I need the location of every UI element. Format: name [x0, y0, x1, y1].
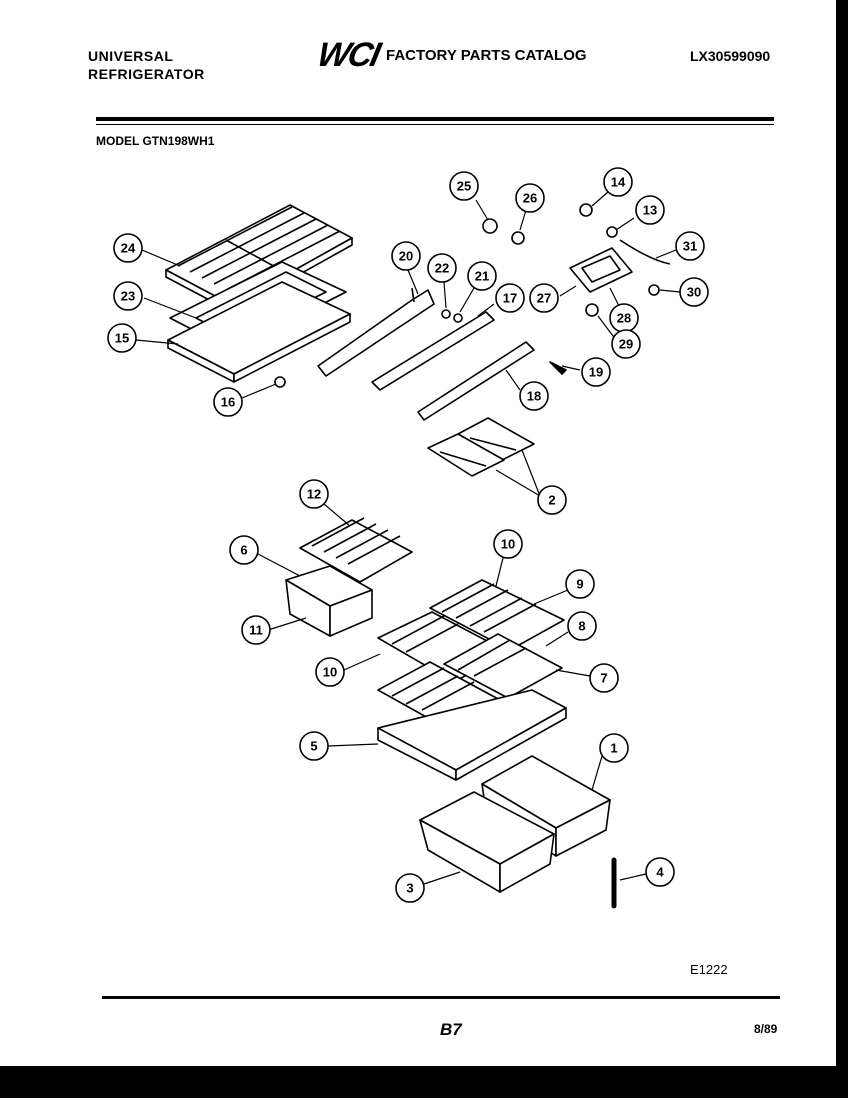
- callout-7: 7: [600, 671, 607, 686]
- callout-17: 17: [503, 291, 517, 306]
- model-number: MODEL GTN198WH1: [96, 134, 215, 148]
- callout-11: 11: [249, 623, 263, 638]
- header-rule-thin: [96, 124, 774, 125]
- shelf-rail-part: [371, 311, 495, 391]
- callout-27: 27: [537, 291, 551, 306]
- callout-13: 13: [643, 203, 657, 218]
- pan-drawer-part: [285, 565, 373, 637]
- figure-id: E1222: [690, 962, 728, 977]
- callout-16: 16: [221, 395, 235, 410]
- control-housing-part: [482, 203, 671, 317]
- brand-line-1: UNIVERSAL: [88, 48, 174, 64]
- callout-22: 22: [435, 261, 449, 276]
- glass-shelf-part: [377, 689, 567, 781]
- callout-10-upper: 10: [501, 537, 515, 552]
- header-rule-thick: [96, 117, 774, 121]
- callout-20: 20: [399, 249, 413, 264]
- callout-2: 2: [548, 493, 555, 508]
- brand-line-2: REFRIGERATOR: [88, 66, 205, 82]
- callout-23: 23: [121, 289, 135, 304]
- print-date: 8/89: [754, 1022, 778, 1036]
- callout-5: 5: [310, 739, 317, 754]
- callout-12: 12: [307, 487, 321, 502]
- callout-19: 19: [589, 365, 603, 380]
- callout-15: 15: [115, 331, 129, 346]
- callout-8: 8: [578, 619, 585, 634]
- callout-26: 26: [523, 191, 537, 206]
- callout-21: 21: [475, 269, 489, 284]
- catalog-title: FACTORY PARTS CATALOG: [386, 47, 587, 64]
- callout-3: 3: [406, 881, 413, 896]
- pan-cover-part: [299, 517, 413, 583]
- cover-frame-part: [167, 281, 351, 383]
- callout-9: 9: [576, 577, 583, 592]
- shelf-part: [377, 611, 563, 699]
- callout-29: 29: [619, 337, 633, 352]
- shelf-support-part: [417, 341, 535, 421]
- footer-rule: [102, 996, 780, 999]
- callout-1: 1: [610, 741, 617, 756]
- catalog-page: UNIVERSAL REFRIGERATOR WCI FACTORY PARTS…: [0, 0, 836, 1066]
- clip-part: [441, 309, 451, 319]
- callout-28: 28: [617, 311, 631, 326]
- callout-25: 25: [457, 179, 471, 194]
- crisper-pan-part: [419, 791, 555, 893]
- callout-18: 18: [527, 389, 541, 404]
- callout-14: 14: [611, 175, 626, 190]
- rail-bracket-part: [317, 289, 435, 377]
- screw-part: [274, 376, 286, 388]
- callout-31: 31: [683, 239, 697, 254]
- shelf-part: [429, 579, 565, 651]
- clip-part: [453, 313, 463, 323]
- exploded-parts-diagram: 24 23 15 16 20 22 21 17 18 19 25 26 14 1…: [107, 167, 709, 909]
- catalog-code: LX30599090: [690, 48, 771, 64]
- ice-tray-part: [427, 417, 535, 477]
- page-number: B7: [440, 1020, 462, 1039]
- callout-24: 24: [121, 241, 136, 256]
- callout-6: 6: [240, 543, 247, 558]
- callout-30: 30: [687, 285, 701, 300]
- callout-4: 4: [656, 865, 664, 880]
- callout-10-lower: 10: [323, 665, 337, 680]
